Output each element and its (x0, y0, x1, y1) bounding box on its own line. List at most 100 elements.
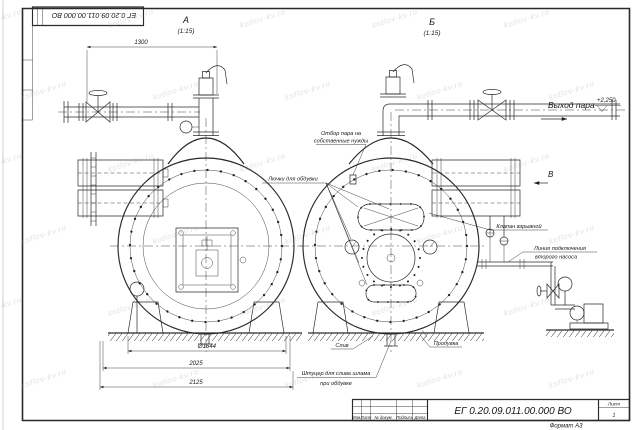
view-b-label: Б (429, 17, 435, 27)
watermark-text: kotlov-kv.ru (238, 6, 287, 31)
elevation-mark: +2,250 (595, 98, 621, 112)
dim-front-diameter: Ø1644 (128, 336, 286, 354)
watermark-text: kotlov-kv.ru (283, 222, 332, 247)
watermark-text: kotlov-kv.ru (19, 222, 68, 247)
burner-door (176, 228, 246, 292)
watermark-text: kotlov-kv.ru (370, 294, 419, 319)
boiler-shell-front (118, 158, 294, 334)
watermark-text: kotlov-kv.ru (151, 78, 200, 103)
support (434, 302, 469, 333)
steam-pipe-left (64, 90, 199, 123)
bottom-drain-stub (384, 330, 427, 346)
economizer-right (432, 158, 520, 262)
sheet-number: 1 (613, 413, 616, 419)
watermark-text: kotlov-kv.ru (106, 6, 155, 31)
callout-blowdown: Продувка (420, 335, 462, 347)
safety-valve (380, 65, 414, 97)
callout-steam-outlet: Выход пара (541, 100, 595, 121)
pump-gauge (558, 277, 572, 305)
dim-top-width: 1300 (87, 40, 217, 102)
view-b-scale: (1:15) (424, 30, 441, 37)
explosion-valve-hatch (358, 204, 424, 230)
riser-elbow (377, 104, 620, 136)
watermark-text: kotlov-kv.ru (238, 150, 287, 175)
watermark-text: kotlov-kv.ru (106, 150, 155, 175)
watermark-text: kotlov-kv.ru (0, 6, 23, 31)
tb-field-izm: Изм. (353, 415, 362, 420)
callout-blowoff-hatches: Лючки для обдувки (262, 177, 389, 286)
dimensions: 1300 Ø1644 2025 2125 (87, 40, 293, 390)
view-a-scale: (1:15) (178, 28, 195, 35)
watermark-text: kotlov-kv.ru (502, 150, 551, 175)
steam-dome (168, 138, 244, 164)
front-gauges (345, 240, 437, 286)
support (313, 302, 348, 333)
view-titles: А (1:15) Б (1:15) (178, 15, 441, 37)
top-left-stamp: ЕГ 0.20.09.011.00.000 ВО (23, 7, 144, 120)
boiler-front-view-a (58, 66, 302, 352)
sheet-frame: ЕГ 0.20.09.011.00.000 ВО (3, 0, 630, 430)
watermark-text: kotlov-kv.ru (151, 366, 200, 391)
callouts: Отбор пара на собственные нужды Лючки дл… (262, 98, 621, 387)
bottom-hatch (366, 285, 416, 302)
callout-sludge-fitting: Штуцер для слива шлама при обдувке (297, 341, 391, 387)
boiler-front-view-b (300, 65, 626, 352)
watermark-text: kotlov-kv.ru (547, 366, 596, 391)
sheet-label: Лист (607, 402, 620, 408)
drain-valves (486, 216, 508, 262)
feed-valve (537, 284, 559, 298)
watermark-text: kotlov-kv.ru (19, 366, 68, 391)
view-v-arrow: В (533, 170, 554, 185)
elevation-symbol (597, 106, 607, 112)
tb-field-list: Лист (360, 415, 372, 420)
watermark-text: kotlov-kv.ru (415, 78, 464, 103)
callout-drain: Слив (331, 336, 373, 349)
dim-label: 2125 (188, 380, 203, 386)
manhole (362, 229, 420, 287)
callout-text: Отбор пара на (321, 131, 361, 137)
callout-text: Лючки для обдувки (267, 177, 318, 183)
watermark-text: kotlov-kv.ru (106, 294, 155, 319)
pressure-gauge (180, 121, 199, 133)
format-label: Формат А3 (550, 424, 583, 430)
dim-overall-width: 2125 (100, 341, 293, 390)
callout-text: при обдувке (320, 381, 352, 387)
watermark-text: kotlov-kv.ru (547, 222, 596, 247)
support (128, 302, 163, 333)
watermark-text: kotlov-kv.ru (0, 150, 23, 175)
boiler-shell-front (303, 158, 479, 334)
safety-valve (199, 66, 227, 95)
bolt-ring (130, 170, 282, 322)
economizer-left (78, 152, 168, 226)
watermark-text: kotlov-kv.ru (370, 150, 419, 175)
watermark-text: kotlov-kv.ru (283, 78, 332, 103)
callout-second-pump: Линия подключения второго насоса (508, 246, 597, 262)
callout-explosion-valve: Клапан взрывной (429, 213, 548, 230)
watermark-text: kotlov-kv.ru (370, 6, 419, 31)
bottom-drain-stub (198, 334, 212, 344)
callout-text: Линия подключения (533, 246, 586, 252)
stamp-designation: ЕГ 0.20.09.011.00.000 ВО (51, 11, 136, 20)
title-block: Изм. Лист № докум. Подпись Дата ЕГ 0.20.… (353, 400, 630, 430)
callout-text: Продувка (434, 341, 459, 347)
dim-label: 2025 (188, 361, 203, 367)
support (249, 302, 284, 333)
watermark-text: kotlov-kv.ru (547, 78, 596, 103)
elevation-value: +2,250 (597, 98, 616, 104)
watermark-text: kotlov-kv.ru (502, 6, 551, 31)
watermark-text: kotlov-kv.ru (415, 366, 464, 391)
tb-field-sign: Подпись (396, 415, 413, 420)
gate-valve (86, 90, 110, 122)
gate-valve (478, 89, 506, 120)
callout-text: Клапан взрывной (496, 223, 541, 230)
dim-label: Ø1644 (197, 344, 217, 350)
level-gauge-column (91, 152, 96, 226)
watermark-text: kotlov-kv.ru (151, 222, 200, 247)
bolt-ring (315, 170, 467, 322)
feed-pump (570, 304, 608, 329)
callout-text: Слив (335, 343, 348, 349)
tb-field-date: Дата (413, 415, 426, 420)
